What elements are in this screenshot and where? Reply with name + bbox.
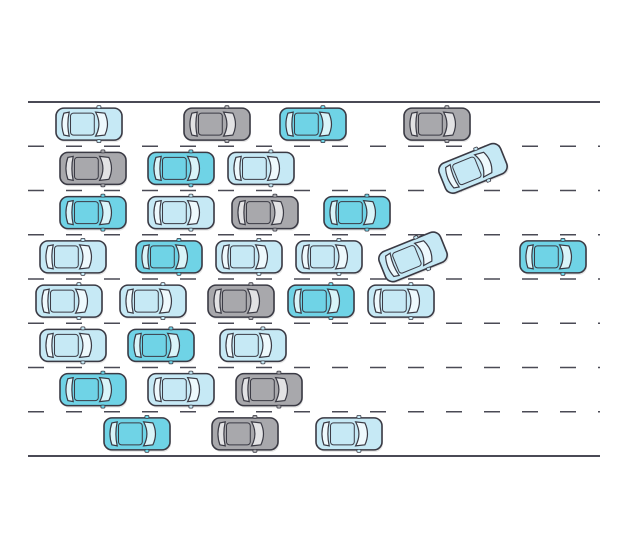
car [127,326,195,365]
car [279,105,347,144]
car [231,193,299,232]
cars [35,105,587,453]
car [323,193,391,232]
car [315,414,383,453]
car [147,370,215,409]
car [219,326,287,365]
car [403,105,471,144]
car [227,149,295,188]
car [378,231,449,284]
car [39,326,107,365]
car [147,149,215,188]
car [367,282,435,321]
car [207,282,275,321]
car [55,105,123,144]
car [295,237,363,276]
car [183,105,251,144]
car [59,370,127,409]
car [103,414,171,453]
car [235,370,303,409]
car [287,282,355,321]
car [438,142,509,195]
car [135,237,203,276]
car [59,149,127,188]
car [211,414,279,453]
car [39,237,107,276]
car [119,282,187,321]
car [519,237,587,276]
car [35,282,103,321]
car [147,193,215,232]
car [215,237,283,276]
car [59,193,127,232]
road [28,101,600,457]
